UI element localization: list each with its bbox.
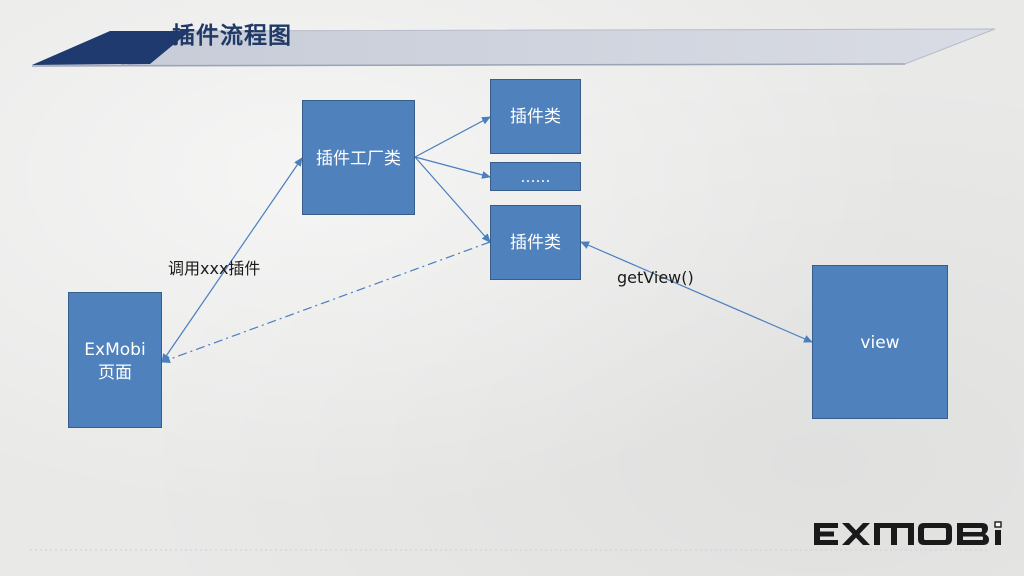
call-plugin-edge-label: 调用xxx插件 bbox=[168, 259, 261, 278]
arrow-factory-to-plugin-bottom bbox=[414, 156, 491, 243]
view-node: view bbox=[812, 265, 948, 419]
arrow-factory-to-plugin-top bbox=[414, 116, 491, 158]
footer-dotted-divider bbox=[30, 549, 990, 551]
exmobi-logo bbox=[814, 521, 1002, 545]
arrow-factory-to-ellipsis bbox=[414, 156, 491, 179]
plugin-class-node-bottom: 插件类 bbox=[490, 205, 581, 280]
plugin-class-node-top: 插件类 bbox=[490, 79, 581, 154]
exmobi-page-node: ExMobi 页面 bbox=[68, 292, 162, 428]
plugin-class-label-bottom: 插件类 bbox=[510, 233, 561, 253]
exmobi-page-label-line2: 页面 bbox=[98, 363, 132, 383]
exmobi-page-label-line1: ExMobi bbox=[84, 340, 146, 360]
ellipsis-label: …… bbox=[520, 168, 551, 186]
getview-edge-label: getView() bbox=[617, 268, 694, 287]
arrow-call-plugin bbox=[161, 157, 303, 363]
ellipsis-node: …… bbox=[490, 162, 581, 191]
title-banner bbox=[31, 28, 996, 67]
slide-title: 插件流程图 bbox=[172, 23, 292, 49]
plugin-factory-node: 插件工厂类 bbox=[302, 100, 415, 215]
arrow-plugin-return-dashed bbox=[161, 241, 491, 364]
arrow-getview bbox=[580, 241, 813, 343]
plugin-class-label-top: 插件类 bbox=[510, 107, 561, 127]
plugin-factory-label: 插件工厂类 bbox=[316, 149, 401, 169]
view-label: view bbox=[860, 333, 900, 353]
